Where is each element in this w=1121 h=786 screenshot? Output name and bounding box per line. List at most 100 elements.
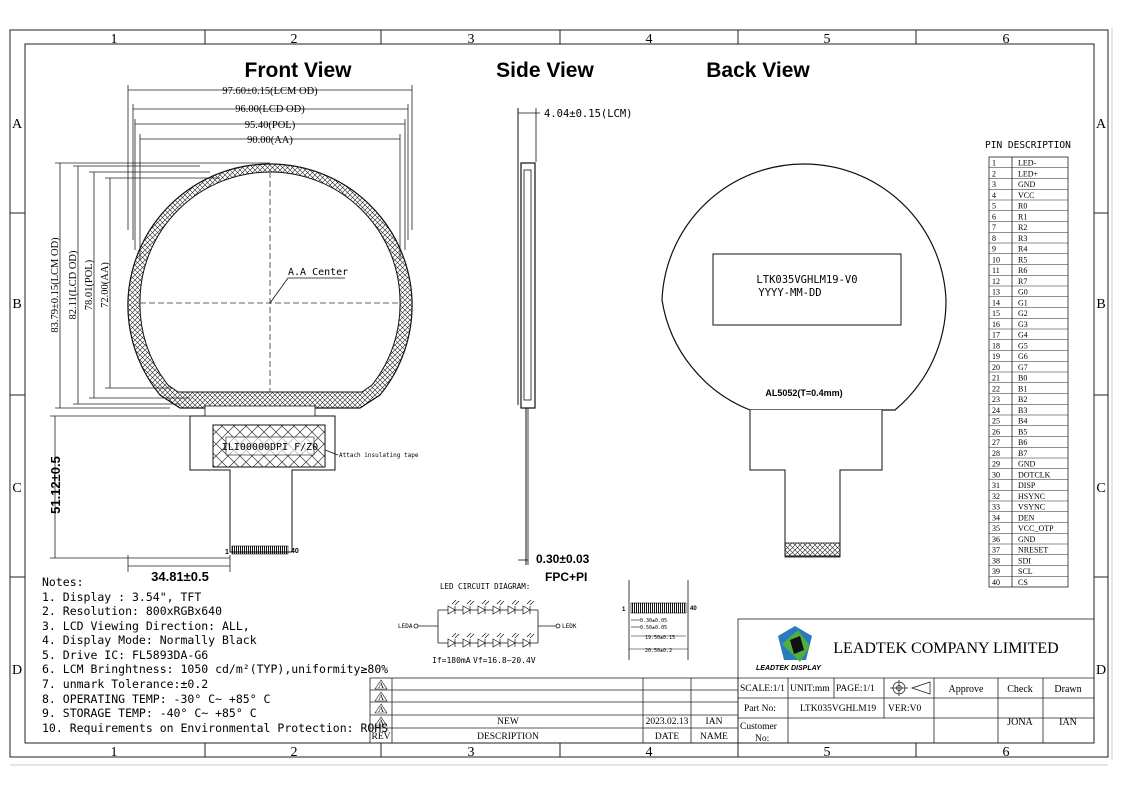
part-no-value: LTK035VGHLM19 bbox=[800, 704, 876, 714]
pin-signal: G7 bbox=[1018, 363, 1028, 372]
pin-signal: B7 bbox=[1018, 449, 1027, 458]
pin-number: 35 bbox=[992, 524, 1000, 533]
side-view: 4.04±0.15(LCM) 0.30±0.03 FPC+PI bbox=[517, 108, 633, 584]
led-diode-icon bbox=[492, 599, 505, 615]
revision-mark: A bbox=[378, 705, 384, 714]
revision-mark: A bbox=[378, 718, 384, 727]
row-label: D bbox=[1096, 663, 1106, 678]
row-label: B bbox=[12, 297, 21, 312]
dim-lcm-od-width: 97.60±0.15(LCM OD) bbox=[222, 86, 318, 97]
pin-number: 4 bbox=[992, 191, 996, 200]
column-label: 3 bbox=[468, 745, 475, 760]
column-label: 5 bbox=[824, 745, 831, 760]
pin-number: 30 bbox=[992, 470, 1000, 479]
pin-signal: R4 bbox=[1018, 245, 1027, 254]
note-item: 8. OPERATING TEMP: -30° C~ +85° C bbox=[42, 692, 271, 706]
pin-signal: SDI bbox=[1018, 556, 1031, 565]
column-label: 2 bbox=[291, 32, 298, 47]
column-label: 2 bbox=[291, 745, 298, 760]
pin-signal: GND bbox=[1018, 180, 1036, 189]
dim-fpc-length: 51.12±0.5 bbox=[48, 456, 63, 514]
checker-name: JONA bbox=[1007, 717, 1033, 728]
pin-number: 24 bbox=[992, 406, 1000, 415]
revision-name: IAN bbox=[706, 717, 723, 727]
pin-signal: B2 bbox=[1018, 395, 1027, 404]
drawer-name: IAN bbox=[1059, 717, 1077, 728]
pin-signal: G3 bbox=[1018, 320, 1028, 329]
fpc-pin-first: 1 bbox=[225, 549, 229, 556]
drawn-label: Drawn bbox=[1054, 684, 1081, 695]
pin-number: 27 bbox=[992, 438, 1000, 447]
pin-signal: B1 bbox=[1018, 384, 1027, 393]
pin-number: 14 bbox=[992, 298, 1000, 307]
led-diode-icon bbox=[462, 632, 475, 648]
unit-label: UNIT:mm bbox=[790, 684, 830, 694]
customer-no-label: No: bbox=[755, 734, 769, 744]
part-no-label: Part No: bbox=[744, 704, 776, 714]
pin-number: 12 bbox=[992, 277, 1000, 286]
led-diode-icon bbox=[447, 632, 460, 648]
pin-number: 29 bbox=[992, 460, 1000, 469]
pin-number: 7 bbox=[992, 223, 996, 232]
row-label: C bbox=[1096, 481, 1105, 496]
aa-center-label: A.A Center bbox=[288, 267, 348, 278]
pin-number: 40 bbox=[992, 578, 1000, 587]
projection-symbol-icon bbox=[890, 680, 931, 696]
revision-date: 2023.02.13 bbox=[646, 717, 689, 727]
pin-number: 28 bbox=[992, 449, 1000, 458]
dim-fpc-offset: 34.81±0.5 bbox=[151, 569, 209, 584]
pin-number: 20 bbox=[992, 363, 1000, 372]
note-item: 9. STORAGE TEMP: -40° C~ +85° C bbox=[42, 706, 257, 720]
logo-text: LEADTEK DISPLAY bbox=[756, 665, 822, 672]
pin-signal: LED+ bbox=[1018, 169, 1039, 178]
pin-signal: B6 bbox=[1018, 438, 1027, 447]
back-label-date: YYYY-MM-DD bbox=[758, 287, 821, 299]
pin-signal: G5 bbox=[1018, 341, 1028, 350]
pin-signal: G0 bbox=[1018, 288, 1028, 297]
description-header: DESCRIPTION bbox=[477, 732, 539, 742]
column-label: 6 bbox=[1003, 745, 1010, 760]
pin-number: 22 bbox=[992, 384, 1000, 393]
led-diode-icon bbox=[477, 632, 490, 648]
pin-number: 31 bbox=[992, 481, 1000, 490]
led-cathode-label: LEDK bbox=[562, 623, 577, 630]
fpc-detail-dim: 19.50±0.15 bbox=[645, 635, 675, 641]
driver-chip-label: ILI00000DPI F/Z0 bbox=[222, 442, 318, 453]
led-diode-icon bbox=[522, 599, 535, 615]
note-item: 6. LCM Bringhtness: 1050 cd/m²(TYP),unif… bbox=[42, 662, 388, 676]
back-view-title: Back View bbox=[706, 59, 810, 82]
led-circuit-title: LED CIRCUIT DIAGRAM: bbox=[440, 582, 530, 591]
pin-number: 15 bbox=[992, 309, 1000, 318]
led-diode-icon bbox=[447, 599, 460, 615]
led-anode-label: LEDA bbox=[398, 623, 413, 630]
pin-number: 19 bbox=[992, 352, 1000, 361]
pin-signal: LED- bbox=[1018, 159, 1037, 168]
note-item: 4. Display Mode: Normally Black bbox=[42, 633, 257, 647]
dim-lcd-od-width: 96.00(LCD OD) bbox=[235, 104, 305, 115]
back-label-part: LTK035VGHLM19-V0 bbox=[756, 274, 857, 286]
note-item: 3. LCD Viewing Direction: ALL, bbox=[42, 619, 250, 633]
pin-signal: R5 bbox=[1018, 255, 1027, 264]
note-item: 2. Resolution: 800xRGBx640 bbox=[42, 604, 222, 618]
dim-fpc-thickness: 0.30±0.03 bbox=[536, 552, 590, 566]
pin-number: 33 bbox=[992, 503, 1000, 512]
led-diodes bbox=[447, 599, 535, 648]
pin-signal: B3 bbox=[1018, 406, 1027, 415]
pin-number: 39 bbox=[992, 567, 1000, 576]
pin-number: 8 bbox=[992, 234, 996, 243]
fpc-detail: 1 40 0.30±0.05 0.50±0.05 19.50±0.15 20.5… bbox=[622, 580, 697, 660]
pin-number: 17 bbox=[992, 331, 1000, 340]
pin-signal: CS bbox=[1018, 578, 1028, 587]
page-label: PAGE:1/1 bbox=[836, 684, 875, 694]
customer-label: Customer bbox=[740, 722, 778, 732]
pin-signal: HSYNC bbox=[1018, 492, 1045, 501]
column-label: 6 bbox=[1003, 32, 1010, 47]
dim-pol-width: 95.40(POL) bbox=[245, 120, 296, 131]
note-item: 1. Display : 3.54", TFT bbox=[42, 590, 201, 604]
revision-mark: A bbox=[378, 681, 384, 690]
pin-number: 18 bbox=[992, 341, 1000, 350]
note-item: 10. Requirements on Environmental Protec… bbox=[42, 721, 388, 735]
pin-number: 2 bbox=[992, 169, 996, 178]
